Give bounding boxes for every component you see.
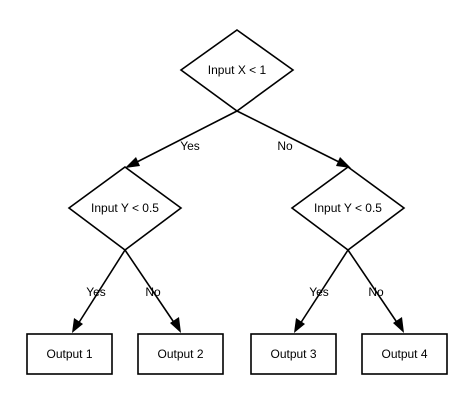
edge-label-root-no: No (277, 139, 293, 153)
edge-right-to-output-3 (299, 249, 349, 325)
edge-label-root-yes: Yes (180, 139, 200, 153)
output-label-4: Output 4 (381, 347, 427, 361)
edge-left-to-output-2 (124, 249, 176, 325)
arrowhead-output-4 (393, 317, 404, 333)
edge-right-to-output-4 (347, 249, 399, 325)
decision-label-right: Input Y < 0.5 (314, 201, 382, 215)
output-label-2: Output 2 (157, 347, 203, 361)
decision-node-left (67, 166, 183, 251)
arrowhead-output-3 (294, 318, 305, 333)
arrowhead-root-right (336, 157, 351, 168)
edge-left-to-output-1 (77, 249, 126, 325)
arrowhead-output-1 (72, 318, 83, 333)
edge-label-left-yes: Yes (86, 285, 106, 299)
arrowhead-root-left (125, 157, 140, 168)
output-label-1: Output 1 (46, 347, 92, 361)
arrowhead-output-2 (170, 317, 181, 333)
output-box-2 (137, 333, 224, 375)
edge-root-to-right (236, 110, 342, 164)
edge-label-left-no: No (145, 285, 161, 299)
decision-label-left: Input Y < 0.5 (91, 201, 159, 215)
output-box-3 (250, 333, 337, 375)
edge-root-to-left (134, 110, 238, 164)
decision-label-root: Input X < 1 (208, 63, 267, 77)
decision-node-root (179, 29, 295, 112)
edge-label-right-no: No (368, 285, 384, 299)
output-box-1 (26, 333, 113, 375)
decision-node-right (290, 166, 406, 251)
output-box-4 (361, 333, 448, 375)
edge-label-right-yes: Yes (309, 285, 329, 299)
output-label-3: Output 3 (270, 347, 316, 361)
